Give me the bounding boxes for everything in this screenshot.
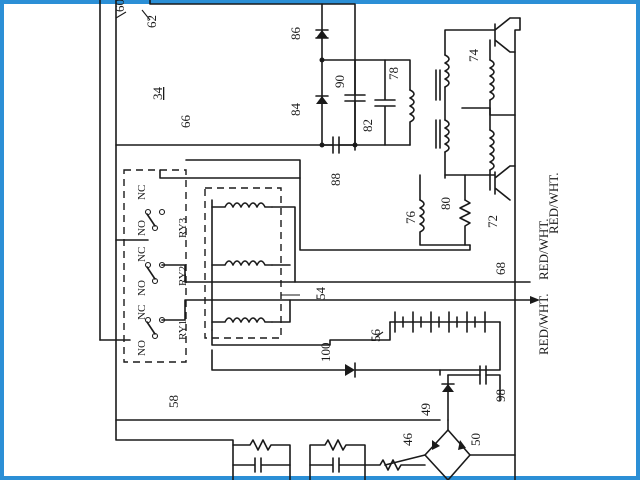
leader-56 — [375, 331, 384, 338]
capacitor-90 — [344, 59, 366, 146]
label-100: 100 — [318, 343, 333, 363]
diode-49 — [441, 374, 455, 421]
relay-coil-2 — [211, 260, 273, 266]
label-56: 56 — [368, 329, 383, 343]
coil-72 — [489, 129, 495, 171]
capacitor-98 — [479, 365, 487, 385]
rc-network-2 — [309, 439, 366, 480]
transformer-core-bottom — [435, 119, 441, 149]
leader-60 — [115, 11, 127, 19]
relay-label-ry2: RY2 — [177, 266, 189, 286]
transistor-74 — [494, 17, 521, 53]
capacitor-82 — [374, 59, 396, 146]
label-82: 82 — [360, 119, 375, 132]
label-62: 62 — [144, 15, 159, 28]
label-76: 76 — [403, 211, 418, 225]
relay-ry3 — [144, 208, 166, 232]
label-74: 74 — [466, 49, 481, 63]
wire-label-red-wht-2: RED/WHT. — [536, 294, 551, 356]
inductor-76 — [419, 199, 471, 246]
relay-label-no-1: NO — [136, 340, 148, 356]
label-46: 46 — [400, 433, 415, 447]
label-54: 54 — [313, 287, 328, 301]
label-98: 98 — [493, 389, 508, 402]
leader-62 — [141, 9, 151, 21]
coil-74 — [489, 59, 495, 101]
label-49: 49 — [418, 403, 433, 416]
label-34: 34 — [150, 87, 165, 101]
relay-coil-3 — [211, 317, 273, 323]
relay-label-nc-2: NC — [136, 247, 148, 262]
battery-56 — [211, 311, 501, 346]
wire-left-outer — [115, 0, 441, 421]
label-80: 80 — [438, 197, 453, 210]
label-50: 50 — [468, 433, 483, 446]
label-86: 86 — [288, 27, 303, 41]
transistor-72 — [494, 165, 516, 201]
transformer-core-top — [435, 69, 441, 101]
relay-box-58 — [123, 169, 187, 363]
rc-network-1 — [232, 439, 291, 480]
wire-label-red-wht-1: RED/WHT. — [536, 219, 551, 281]
relay-label-ry1: RY1 — [177, 320, 189, 340]
label-60: 60 — [112, 0, 127, 12]
capacitor-88 — [332, 136, 340, 154]
relay-label-no-2: NO — [136, 280, 148, 296]
wire-label-red-wht-3: RED/WHT. — [546, 173, 561, 235]
relay-label-nc-1: NC — [136, 305, 148, 320]
relay-coil-1 — [211, 202, 273, 208]
label-58: 58 — [166, 395, 181, 408]
label-88: 88 — [328, 173, 343, 186]
arrow-red-wht-1 — [530, 296, 540, 304]
wire-68 — [514, 17, 521, 480]
inductor-78 — [409, 89, 415, 146]
label-84: 84 — [288, 103, 303, 117]
label-78: 78 — [386, 67, 401, 80]
coil-box-54 — [204, 187, 282, 339]
transformer-primary — [444, 54, 450, 88]
label-72: 72 — [485, 215, 500, 228]
label-68: 68 — [493, 262, 508, 275]
resistor-bottom — [364, 459, 426, 471]
relay-label-ry3: RY3 — [177, 217, 189, 238]
relay-label-no-3: NO — [136, 220, 148, 236]
diode-86 — [315, 29, 329, 39]
zener-diode-100 — [211, 321, 501, 378]
relay-label-nc-3: NC — [136, 185, 148, 200]
diode-84 — [315, 95, 329, 104]
label-66: 66 — [178, 115, 193, 129]
label-90: 90 — [332, 75, 347, 88]
resistor-80 — [459, 199, 471, 246]
